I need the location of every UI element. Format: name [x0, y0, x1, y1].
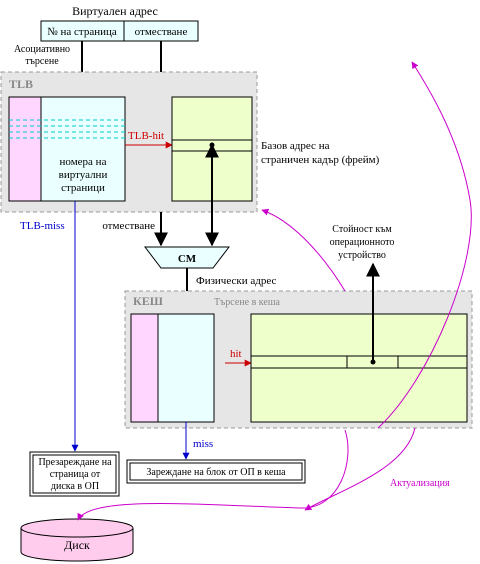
tlb-miss-label: TLB-miss — [20, 220, 65, 232]
tlb-label: TLB — [9, 77, 33, 91]
page-reload-label-1: Презареждане на — [38, 457, 112, 468]
page-reload-label-3: диска в ОП — [51, 481, 99, 492]
cache-search-label: Търсене в кеша — [214, 297, 281, 308]
adder-shape — [143, 246, 231, 269]
cache-miss-label: miss — [193, 438, 213, 450]
update-curve-disk — [77, 429, 349, 521]
adder-label: СМ — [178, 253, 197, 265]
page-reload-box-inner — [32, 454, 117, 494]
update-label: Актуализация — [390, 478, 450, 489]
offset-label-2: отместване — [102, 220, 155, 232]
page-reload-label-2: страница от — [50, 469, 101, 480]
disk-top — [20, 518, 134, 538]
tlb-hit-label: TLB-hit — [128, 130, 164, 142]
tlb-pages-column — [40, 96, 126, 202]
associative-search-label-1: Асоциативно — [14, 44, 70, 55]
block-load-box-inner — [129, 462, 303, 481]
offset-field: отместване — [135, 26, 188, 38]
update-curve-up — [377, 61, 472, 429]
virtual-address-title: Виртуален адрес — [72, 4, 158, 18]
tlb-pink-column — [8, 96, 42, 202]
value-label-1: Стойност към — [332, 224, 392, 235]
block-load-label: Зареждане на блок от ОП в кеша — [146, 467, 286, 478]
physical-address-label: Физически адрес — [196, 275, 276, 287]
update-curve-to-block — [304, 427, 416, 511]
tlb-pages-label-3: страници — [61, 182, 105, 194]
cache-tags-column — [157, 313, 215, 423]
cache-hit-label: hit — [230, 348, 242, 360]
tlb-pages-label-2: виртуални — [59, 169, 108, 181]
virtual-address-box — [40, 20, 199, 42]
cache-pink-column — [130, 313, 159, 423]
base-address-label-2: страничен кадър (фрейм) — [261, 154, 380, 166]
disk-label: Диск — [64, 538, 90, 552]
page-number-field: № на страница — [47, 26, 117, 38]
tlb-pages-label-1: номера на — [60, 156, 107, 168]
update-curve-to-tlb — [261, 208, 346, 292]
associative-search-label-2: търсене — [25, 56, 59, 67]
value-label-3: устройство — [338, 250, 386, 261]
value-label-2: операционното — [330, 237, 395, 248]
base-address-label-1: Базов адрес на — [261, 140, 330, 152]
cache-label: КЕШ — [133, 294, 163, 308]
